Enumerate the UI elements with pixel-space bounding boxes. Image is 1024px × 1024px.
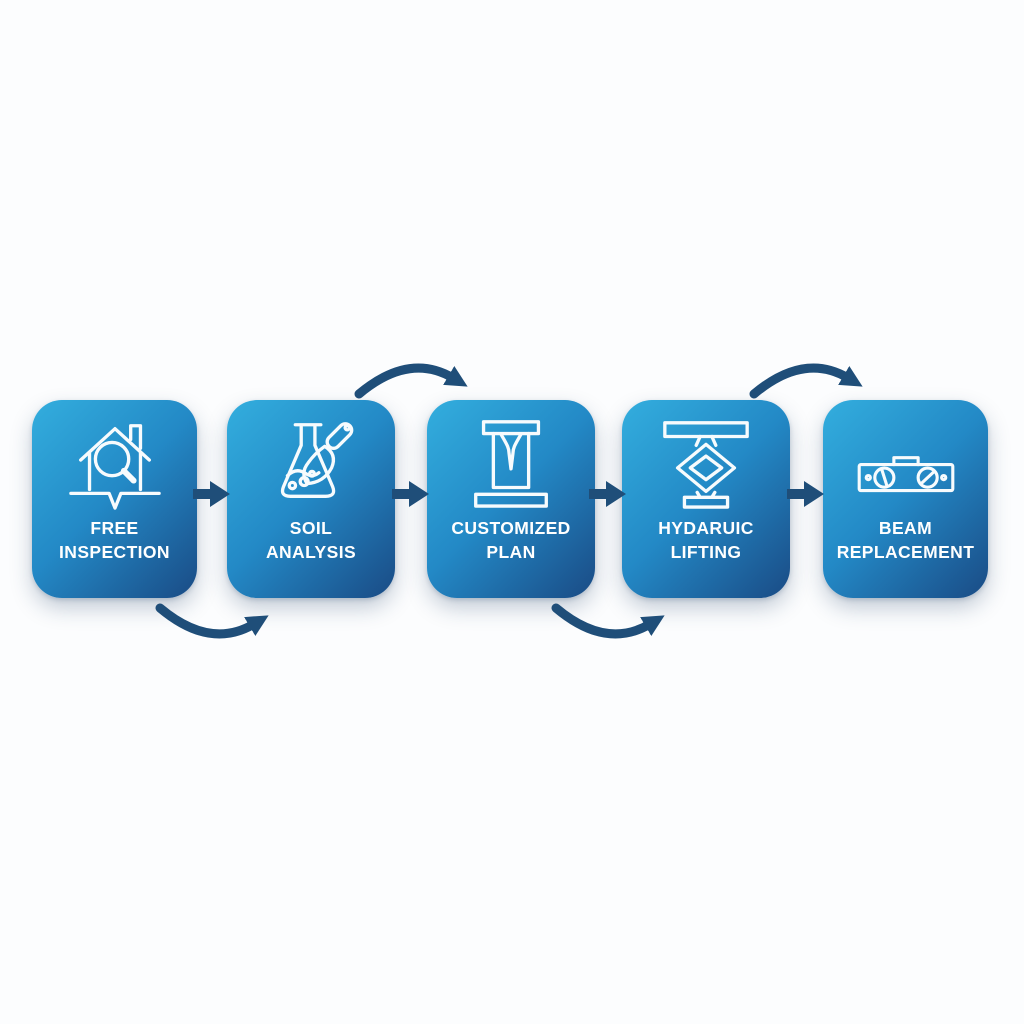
step-label-line2: INSPECTION [59, 542, 170, 562]
step-label: BEAM REPLACEMENT [823, 516, 988, 564]
step-label-line2: PLAN [486, 542, 536, 562]
step-label: FREE INSPECTION [32, 516, 197, 564]
step-label-line2: REPLACEMENT [836, 542, 975, 562]
pier-crack-icon [427, 408, 595, 516]
straight-arrow-icon-4-5 [787, 481, 824, 507]
step-label: CUSTOMIZED PLAN [427, 516, 595, 564]
flask-trowel-icon [227, 408, 395, 516]
step-box-beam-replacement: BEAM REPLACEMENT [823, 400, 988, 598]
straight-arrow-icon-2-3 [392, 481, 429, 507]
step-box-customized-plan: CUSTOMIZED PLAN [427, 400, 595, 598]
curved-arrow-bottom-icon-1-2 [155, 603, 269, 639]
scissor-jack-icon [622, 408, 790, 516]
step-box-hydraulic-lifting: HYDARUIC LIFTING [622, 400, 790, 598]
curved-arrow-top-icon-4-5 [749, 363, 863, 399]
straight-arrow-icon-1-2 [193, 481, 230, 507]
curved-arrow-bottom-icon-3-4 [551, 603, 665, 639]
spirit-level-icon [823, 408, 988, 516]
straight-arrow-icon-3-4 [589, 481, 626, 507]
step-label-line2: LIFTING [670, 542, 742, 562]
curved-arrow-top-icon-2-3 [354, 363, 468, 399]
step-label-line1: SOIL [289, 518, 333, 538]
house-magnifier-icon [32, 408, 197, 516]
step-label-line2: ANALYSIS [265, 542, 357, 562]
step-box-soil-analysis: SOIL ANALYSIS [227, 400, 395, 598]
step-label-line1: FREE [90, 518, 139, 538]
step-label-line1: HYDARUIC [658, 518, 754, 538]
step-box-free-inspection: FREE INSPECTION [32, 400, 197, 598]
step-label-line1: CUSTOMIZED [451, 518, 571, 538]
step-label: HYDARUIC LIFTING [622, 516, 790, 564]
step-label: SOIL ANALYSIS [227, 516, 395, 564]
step-label-line1: BEAM [878, 518, 933, 538]
